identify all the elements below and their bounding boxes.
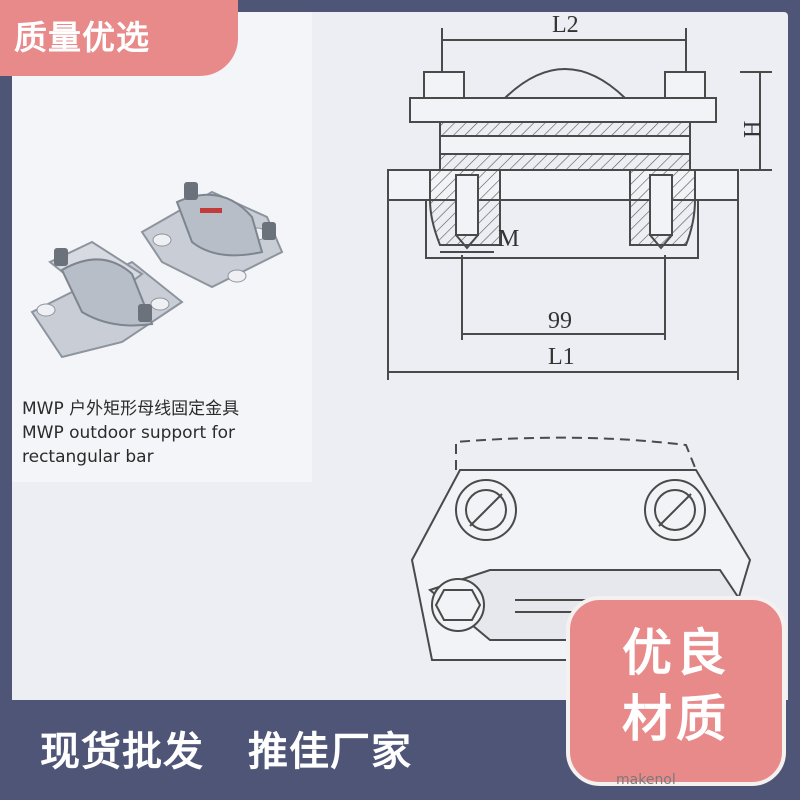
label-l1: L1 xyxy=(548,344,575,370)
elevation-view xyxy=(387,28,772,380)
product-caption: MWP 户外矩形母线固定金具 MWP outdoor support for r… xyxy=(22,397,312,469)
label-h: H xyxy=(740,121,766,138)
slogan-wholesale: 现货批发 xyxy=(40,729,204,775)
product-photo xyxy=(30,182,284,359)
slogan: 现货批发推佳厂家 xyxy=(40,722,412,782)
caption-chinese: MWP 户外矩形母线固定金具 xyxy=(22,399,240,419)
quality-selection-badge: 质量优选 xyxy=(0,0,238,76)
caption-english-1: MWP outdoor support for xyxy=(22,423,236,443)
label-m: M xyxy=(498,226,519,252)
caption-english-2: rectangular bar xyxy=(22,447,154,467)
badge-line-2: 材质 xyxy=(622,690,730,748)
slogan-manufacturer: 推佳厂家 xyxy=(248,729,412,775)
clamp-right xyxy=(140,182,284,289)
plan-view xyxy=(410,436,752,661)
material-quality-badge: 优良 材质 xyxy=(566,596,786,786)
label-99: 99 xyxy=(548,308,572,334)
label-l2: L2 xyxy=(552,12,579,38)
badge-line-1: 优良 xyxy=(622,624,730,682)
bottom-fragment-text: makenol xyxy=(616,772,676,788)
product-photo-panel: MWP 户外矩形母线固定金具 MWP outdoor support for r… xyxy=(12,12,312,482)
clamp-left xyxy=(30,240,184,359)
